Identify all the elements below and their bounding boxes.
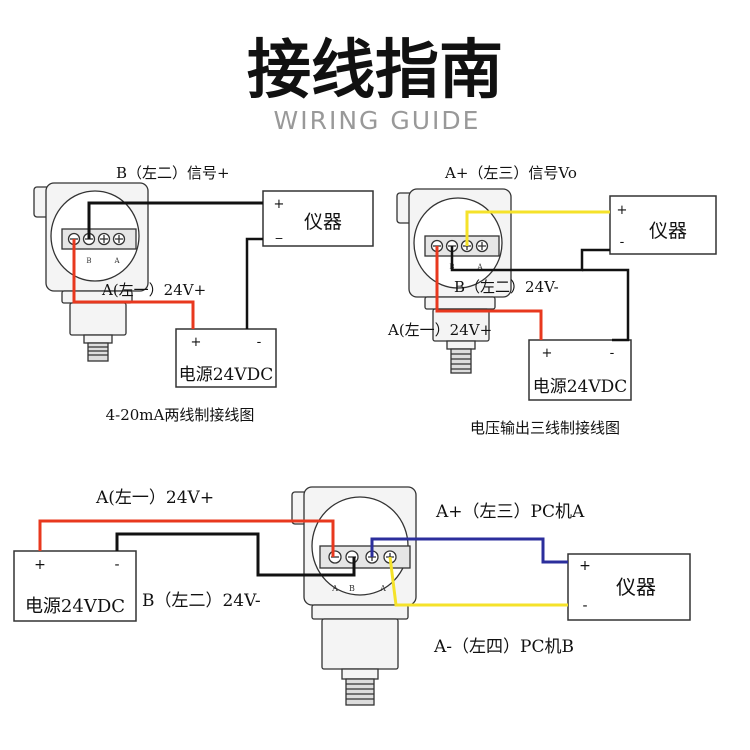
- diagram-rs485: A B A 仪器 + - + - 电源24VDC A(左一）24V+ B（左二）…: [13, 486, 691, 706]
- power-box-3: [13, 550, 137, 622]
- terminal-b-3: B: [349, 584, 355, 593]
- wire-blue-a-3: [370, 537, 568, 564]
- instrument-label-1: 仪器: [304, 211, 342, 233]
- power-minus-1: -: [257, 335, 262, 350]
- instrument-box-1: [262, 190, 374, 247]
- instrument-plus-1: +: [274, 197, 285, 212]
- label-aplus-3: A+（左三）PC机A: [435, 502, 585, 522]
- label-b-negative-3: B（左二）24V-: [142, 591, 261, 611]
- diagram-three-wire: B A 仪器 + - + - 电源24VDC A+（左三）信号Vo B（左二）2…: [387, 164, 717, 437]
- label-signal-2: A+（左三）信号Vo: [444, 164, 577, 182]
- page-subtitle: WIRING GUIDE: [274, 106, 481, 135]
- instrument-box-3: [567, 553, 691, 621]
- power-box-1: [175, 328, 277, 388]
- power-box-2: [528, 339, 632, 401]
- power-plus-3: +: [34, 557, 46, 573]
- instrument-plus-2: +: [617, 203, 628, 218]
- page-title: 接线指南: [247, 34, 503, 108]
- label-a-supply-2: A(左一）24V+: [387, 321, 492, 339]
- instrument-plus-3: +: [579, 558, 591, 574]
- instrument-label-3: 仪器: [616, 575, 656, 599]
- label-b-signal-1: B（左二）信号+: [116, 164, 230, 182]
- label-a-supply-1: A(左一）24V+: [101, 281, 206, 299]
- instrument-minus-3: -: [582, 598, 587, 614]
- label-a-supply-3: A(左一）24V+: [95, 488, 214, 508]
- power-plus-1: +: [191, 335, 202, 350]
- terminal-a-1: A: [113, 257, 120, 265]
- wire-yellow-b-3: [388, 556, 568, 607]
- power-label-2: 电源24VDC: [533, 377, 628, 397]
- terminal-a-2: A: [476, 263, 483, 271]
- instrument-minus-2: -: [620, 235, 625, 250]
- wire-black-return-1: [245, 237, 263, 329]
- wire-red-supply-1: [72, 239, 195, 329]
- wire-black-return-2: [582, 268, 630, 342]
- terminal-b-1: B: [86, 257, 91, 265]
- terminal-a2-3: A: [379, 584, 386, 593]
- caption-1: 4-20mA两线制接线图: [106, 406, 255, 424]
- wire-red-supply-2: [435, 246, 543, 340]
- diagram-two-wire: B A 仪器 + _ + - 电源24VDC B（左二）信号+ A(左一）24V…: [33, 164, 374, 424]
- power-minus-3: -: [114, 557, 119, 573]
- wire-black-negative-3: [115, 532, 356, 577]
- label-aminus-3: A-（左四）PC机B: [433, 637, 574, 657]
- wire-yellow-signal-2: [465, 210, 610, 246]
- power-label-3: 电源24VDC: [25, 596, 125, 617]
- terminal-a-3: A: [331, 584, 338, 593]
- instrument-minus-1: _: [275, 225, 283, 240]
- instrument-box-2: [609, 195, 717, 255]
- power-plus-2: +: [542, 346, 553, 361]
- wire-red-supply-3: [38, 519, 335, 557]
- transmitter-1: [33, 182, 149, 362]
- label-b-negative-2: B（左二）24V-: [454, 278, 559, 296]
- power-minus-2: -: [610, 346, 615, 361]
- power-label-1: 电源24VDC: [179, 365, 274, 385]
- wire-black-signal-1: [87, 201, 263, 239]
- caption-2: 电压输出三线制接线图: [470, 419, 620, 437]
- instrument-label-2: 仪器: [649, 220, 687, 242]
